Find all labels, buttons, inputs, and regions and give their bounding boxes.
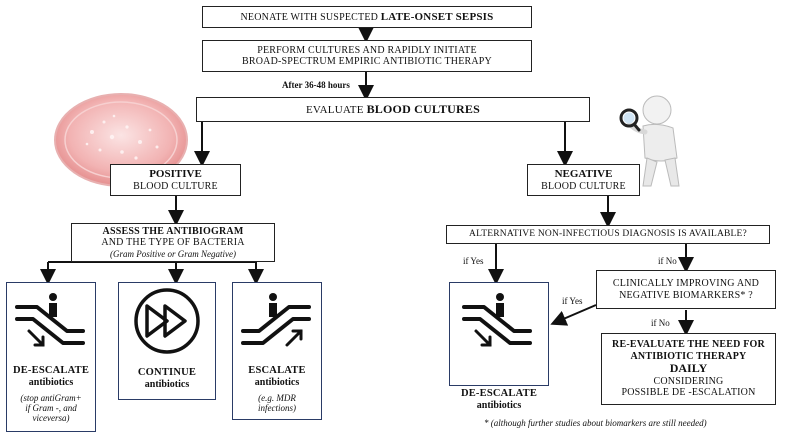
escalate-sub: antibiotics (254, 377, 300, 389)
branch-label-no-1: if No (658, 256, 677, 266)
clinical-line-2: NEGATIVE BIOMARKERS* ? (619, 289, 753, 301)
deescalate-neg-title: DE-ESCALATE (460, 388, 538, 399)
negative-box: NEGATIVE BLOOD CULTURE (527, 164, 640, 196)
escalator-up-icon (241, 293, 311, 347)
alternative-box: ALTERNATIVE NON-INFECTIOUS DIAGNOSIS IS … (446, 225, 770, 244)
deescalate-note-2: if Gram -, and (25, 402, 77, 413)
reevaluate-line-3: DAILY (669, 361, 708, 376)
fast-forward-icon (134, 288, 200, 354)
reevaluate-line-5: POSSIBLE DE -ESCALATION (621, 387, 756, 399)
escalate-note-2: infections) (258, 402, 296, 413)
reevaluate-box: RE-EVALUATE THE NEED FOR ANTIBIOTIC THER… (601, 333, 776, 405)
deescalate-title: DE-ESCALATE (12, 365, 90, 376)
continue-sub: antibiotics (144, 379, 190, 391)
branch-label-yes-1: if Yes (463, 256, 484, 266)
evaluate-box: EVALUATE BLOOD CULTURES (196, 97, 590, 122)
reevaluate-line-1: RE-EVALUATE THE NEED FOR (612, 339, 765, 351)
cultures-line-2: BROAD-SPECTRUM EMPIRIC ANTIBIOTIC THERAP… (242, 56, 492, 67)
cultures-line-1: PERFORM CULTURES AND RAPIDLY INITIATE (257, 44, 477, 56)
start-title: NEONATE WITH SUSPECTED (240, 11, 381, 23)
evaluate-title: EVALUATE (306, 103, 367, 116)
alternative-text: ALTERNATIVE NON-INFECTIOUS DIAGNOSIS IS … (469, 229, 747, 240)
deescalate-neg-tile (449, 282, 549, 386)
petri-dish-icon (54, 93, 188, 187)
escalator-down-icon (462, 293, 532, 347)
negative-subtitle: BLOOD CULTURE (541, 180, 626, 192)
assess-line-1: ASSESS THE ANTIBIOGRAM (102, 225, 244, 237)
start-box: NEONATE WITH SUSPECTED LATE-ONSET SEPSIS (202, 6, 532, 28)
deescalate-neg-sub: antibiotics (476, 400, 522, 412)
escalator-down-icon (15, 293, 85, 347)
assess-box: ASSESS THE ANTIBIOGRAM AND THE TYPE OF B… (71, 223, 275, 262)
clinical-box: CLINICALLY IMPROVING AND NEGATIVE BIOMAR… (596, 270, 776, 309)
branch-label-no-2: if No (651, 318, 670, 328)
magnifier-person-icon (619, 95, 680, 187)
reevaluate-line-4: CONSIDERING (653, 375, 724, 387)
cultures-box: PERFORM CULTURES AND RAPIDLY INITIATE BR… (202, 40, 532, 72)
escalate-title: ESCALATE (248, 365, 306, 376)
positive-box: POSITIVE BLOOD CULTURE (110, 164, 241, 196)
escalate-note-1: (e.g. MDR (258, 392, 296, 403)
continue-title: CONTINUE (137, 367, 197, 378)
negative-title: NEGATIVE (554, 167, 613, 180)
positive-subtitle: BLOOD CULTURE (133, 180, 218, 192)
evaluate-title-emphasis: BLOOD CULTURES (366, 101, 480, 116)
assess-line-2: AND THE TYPE OF BACTERIA (101, 237, 245, 249)
branch-label-yes-2: if Yes (562, 296, 583, 306)
clinical-line-1: CLINICALLY IMPROVING AND (612, 278, 760, 289)
footnote: * (although further studies about biomar… (484, 418, 707, 428)
escalate-tile: ESCALATE antibiotics (e.g. MDR infection… (232, 282, 322, 420)
positive-title: POSITIVE (149, 167, 202, 180)
start-title-emphasis: LATE-ONSET SEPSIS (380, 10, 494, 23)
continue-tile: CONTINUE antibiotics (118, 282, 216, 400)
reevaluate-line-2: ANTIBIOTIC THERAPY (630, 350, 747, 362)
deescalate-note-1: (stop antiGram+ (20, 392, 82, 403)
deescalate-tile: DE-ESCALATE antibiotics (stop antiGram+ … (6, 282, 96, 432)
deescalate-sub: antibiotics (28, 377, 74, 389)
timing-label: After 36-48 hours (282, 80, 350, 90)
assess-note: (Gram Positive or Gram Negative) (110, 248, 236, 259)
deescalate-note-3: viceversa) (32, 413, 70, 424)
